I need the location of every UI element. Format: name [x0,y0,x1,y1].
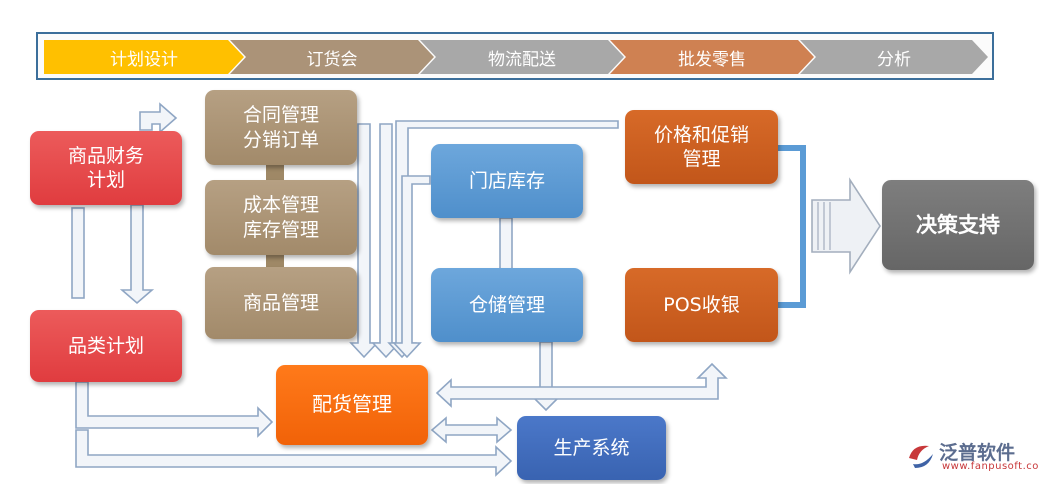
connector-store-warehouse [499,217,513,271]
arrow-warehouse-left [435,362,728,408]
node-store-inventory: 门店库存 [431,144,583,218]
arrow-to-decision [811,177,881,275]
arrow-contract-down-2 [371,123,401,359]
stage-plan-design: 计划设计 [44,40,244,74]
node-price-promo: 价格和促销 管理 [625,110,778,184]
connector-bar-left [71,207,85,299]
logo-name: 泛普软件 [939,442,1016,464]
arrow-contract-down-1 [349,123,379,359]
arrow-category-to-distribution [75,381,274,438]
fanpu-logo: 泛普软件 www.fanpusoft.com [903,438,1039,474]
bracket-promo-pos [778,145,806,308]
arrow-finance-up [139,102,178,134]
fanpu-logo-icon [909,445,933,468]
arrow-finance-down [119,204,155,305]
node-contract-mgmt: 合同管理 分销订单 [205,90,357,165]
stage-order-fair: 订货会 [230,40,434,74]
node-decision-support: 决策支持 [882,180,1034,270]
node-pos-cashier: POS收银 [625,268,778,342]
logo-url: www.fanpusoft.com [942,461,1039,472]
arrow-production-distribution [430,416,513,444]
stage-wholesale-retail: 批发零售 [610,40,814,74]
node-production-system: 生产系统 [517,416,666,480]
node-product-mgmt: 商品管理 [205,267,357,339]
node-warehouse-mgmt: 仓储管理 [431,268,583,342]
node-distribution-mgmt: 配货管理 [276,365,428,445]
node-cost-inventory: 成本管理 库存管理 [205,180,357,255]
node-category-plan: 品类计划 [30,310,182,382]
node-finance-plan: 商品财务 计划 [30,131,182,205]
arrow-category-to-production [75,429,513,477]
arrow-store-to-distribution [392,175,431,359]
process-stage-bar: 计划设计 订货会 物流配送 批发零售 分析 [36,32,994,80]
stage-logistics: 物流配送 [420,40,624,74]
stage-analysis: 分析 [800,40,988,74]
